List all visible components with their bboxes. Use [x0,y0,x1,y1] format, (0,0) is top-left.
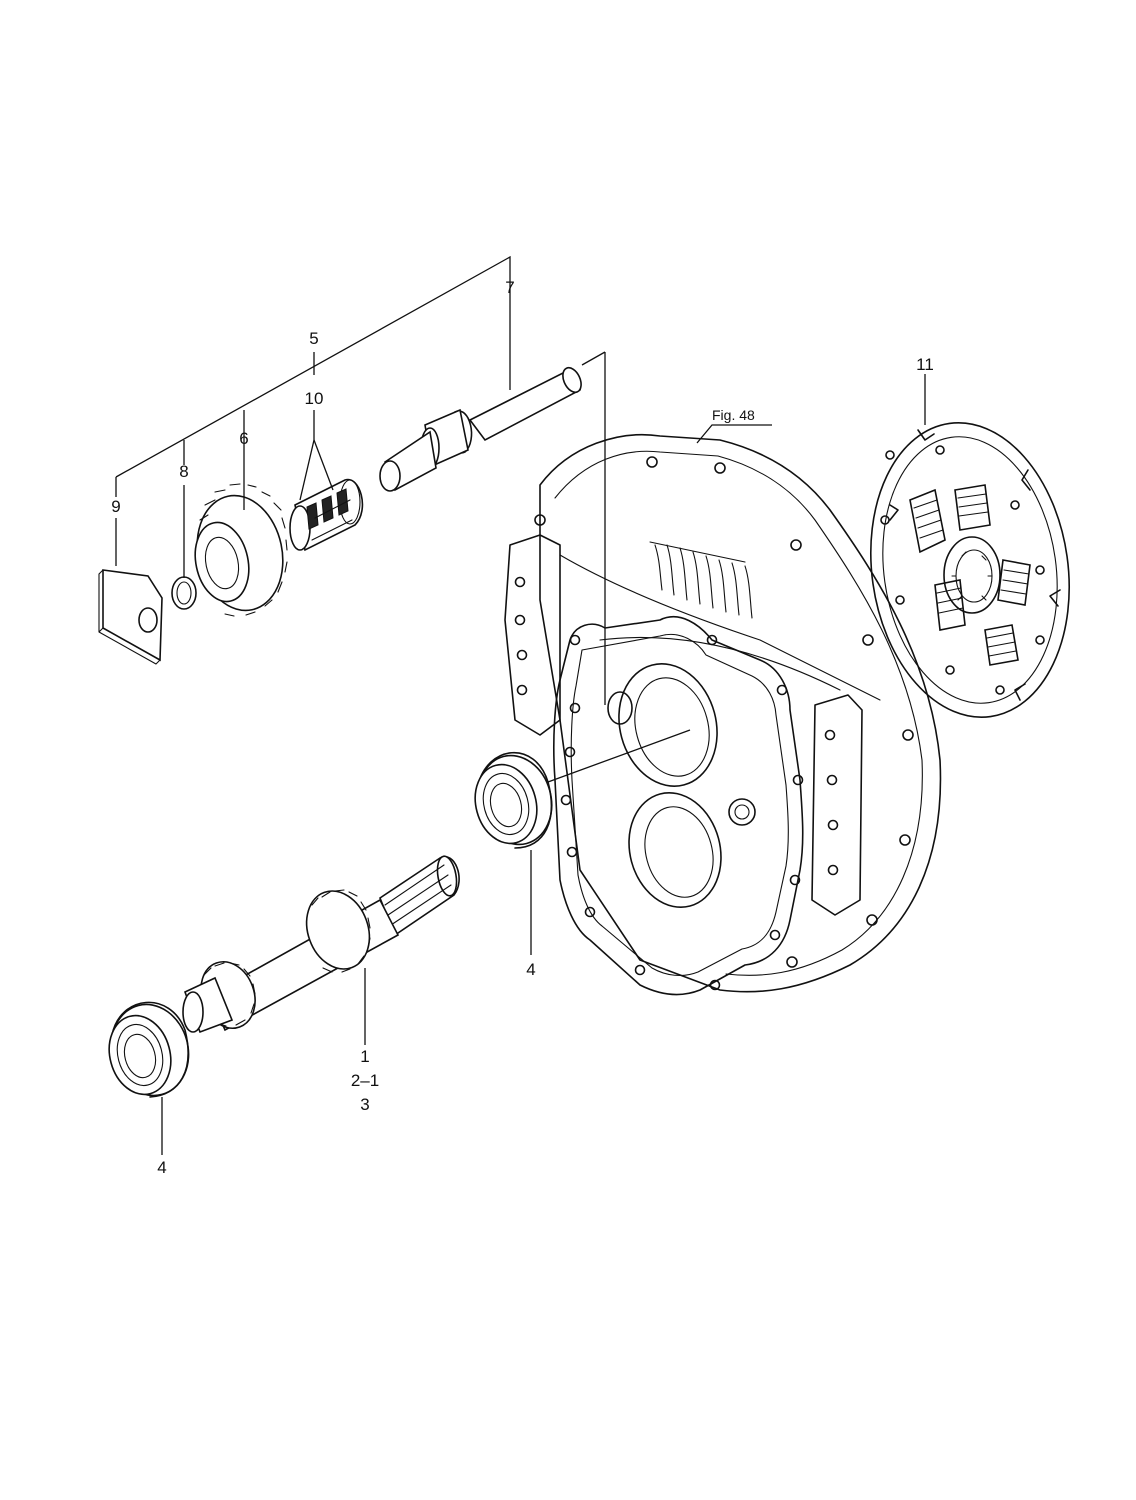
callout-6: 6 [239,429,248,448]
needle-bearing [289,478,364,552]
housing-vent-slots [649,541,753,619]
callout-leader-lines [115,255,926,1155]
figure-reference-label: Fig. 48 [712,407,755,423]
callout-labels: 7 5 10 6 8 9 11 Fig. 48 1 2–1 3 4 4 [111,278,934,1177]
callout-5: 5 [309,329,318,348]
callout-7: 7 [505,278,514,297]
callout-11: 11 [916,355,934,374]
bearing-4-mid [474,751,553,849]
ring-8 [171,576,197,610]
callout-2-1: 2–1 [351,1071,379,1090]
plate-9 [98,569,163,665]
bearing-4-left [108,1001,190,1098]
callout-9: 9 [111,497,120,516]
assembly-axis-lines [547,351,691,783]
housing [504,433,942,996]
callout-4-left: 4 [157,1158,166,1177]
gear-6 [194,483,288,617]
callout-10: 10 [305,389,324,408]
callout-8: 8 [179,462,188,481]
idler-shaft [379,366,582,492]
callout-3: 3 [360,1095,369,1114]
clutch-disc [869,422,1071,718]
callout-4-mid: 4 [526,960,535,979]
clutch-damper-springs [909,484,1031,666]
callout-1: 1 [360,1047,369,1066]
main-shaft-with-gears [182,855,460,1034]
